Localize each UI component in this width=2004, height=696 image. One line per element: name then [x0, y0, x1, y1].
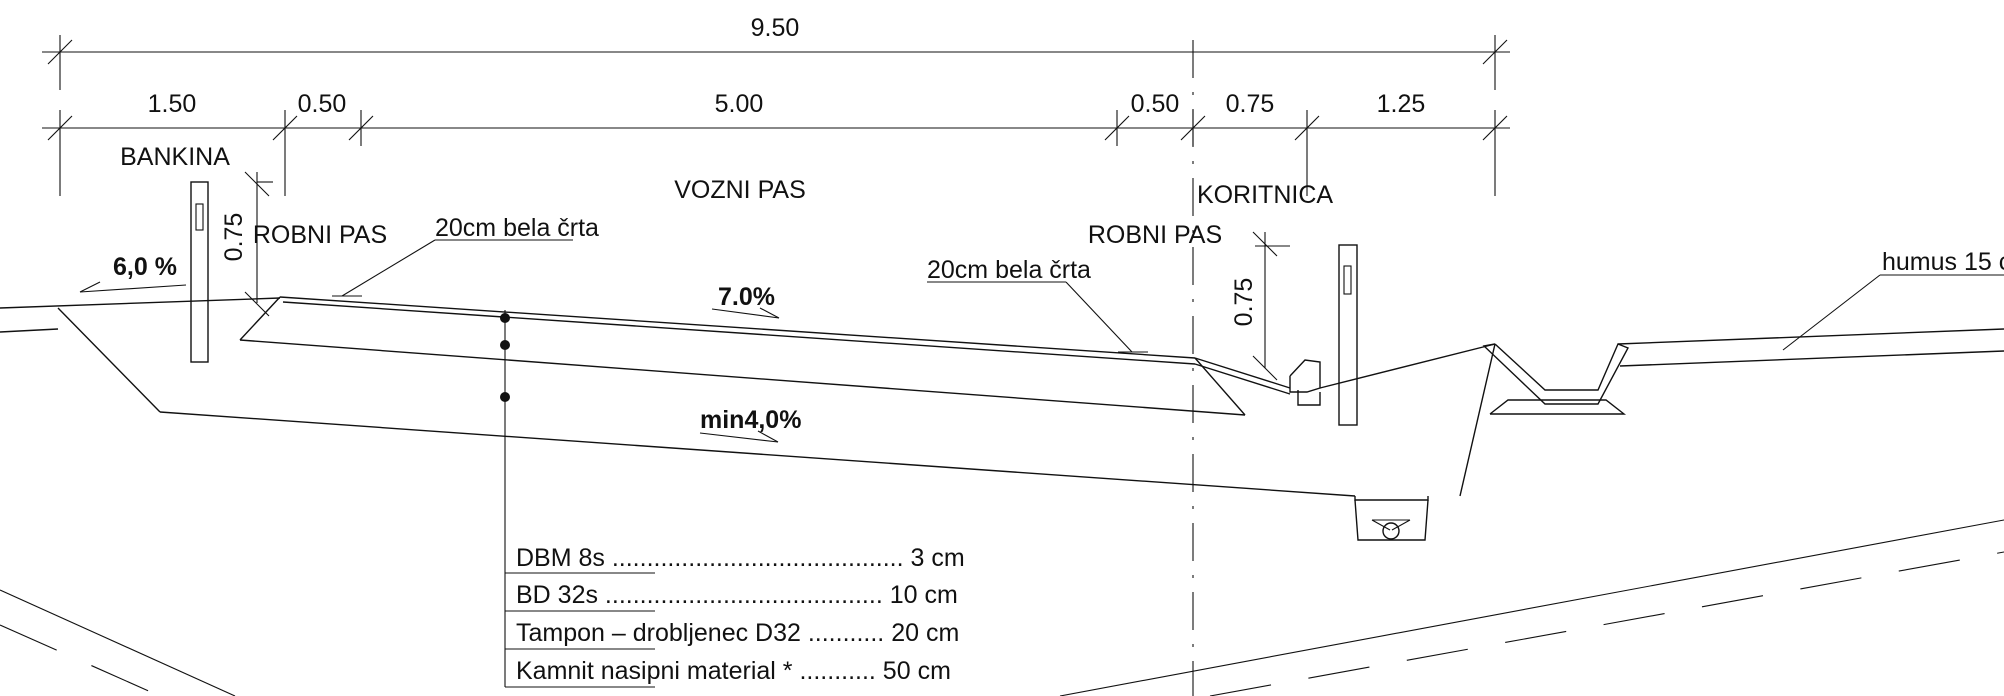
bela-crta-right-callout: 20cm bela črta — [927, 256, 1148, 353]
dim-robni-right-label: 0.50 — [1131, 90, 1180, 118]
robni-pas-left-label: ROBNI PAS — [253, 221, 387, 249]
ground-left-lower — [0, 328, 59, 333]
dim-total-label: 9.50 — [751, 14, 800, 42]
ground-left — [0, 297, 281, 309]
dim-bankina-label: 1.50 — [148, 90, 197, 118]
bela-crta-left-callout: 20cm bela črta — [332, 214, 599, 297]
layer-item: Tampon – drobljenec D32 ........... 20 c… — [516, 619, 959, 647]
curb-height-left-label: 0.75 — [220, 213, 248, 262]
carriageway-slope-label: 7.0% — [718, 283, 775, 311]
ground-right: humus 15 cm — [1617, 248, 2004, 367]
layer-item: DBM 8s .................................… — [516, 544, 965, 572]
background-terrain — [0, 519, 2004, 696]
right-embankment — [1319, 343, 1496, 541]
layer-item: BD 32s .................................… — [516, 581, 958, 609]
vozni-pas-label: VOZNI PAS — [674, 176, 806, 204]
ditch — [1482, 343, 1629, 415]
shoulder-slope-label: 6,0 % — [113, 253, 177, 281]
curb-height-right-label: 0.75 — [1230, 278, 1258, 327]
layer-leader — [500, 310, 655, 688]
koritnica-label: KORITNICA — [1197, 181, 1333, 209]
humus-label: humus 15 cm — [1882, 248, 2004, 276]
right-curb — [1194, 357, 1321, 406]
subgrade-slope: min4,0% — [699, 406, 801, 443]
robni-pas-right-label: ROBNI PAS — [1088, 221, 1222, 249]
dim-koritnica-right-label: 1.25 — [1377, 90, 1426, 118]
dim-vozni-label: 5.00 — [715, 90, 764, 118]
layer-dot-1 — [500, 313, 510, 323]
bela-crta-left-label: 20cm bela črta — [435, 214, 599, 242]
layer-legend: DBM 8s .................................… — [516, 544, 965, 685]
layer-dot-2 — [500, 340, 510, 350]
dim-robni-left-label: 0.50 — [298, 90, 347, 118]
curb-height-left: 0.75 — [220, 171, 273, 317]
dim-koritnica-left-label: 0.75 — [1226, 90, 1275, 118]
bela-crta-right-label: 20cm bela črta — [927, 256, 1091, 284]
left-post — [190, 181, 209, 363]
layer-dot-3 — [500, 392, 510, 402]
shoulder-slope: 6,0 % — [79, 253, 187, 293]
curb-height-right: 0.75 — [1230, 231, 1290, 381]
carriageway-slope: 7.0% — [711, 283, 780, 319]
right-post — [1338, 244, 1358, 426]
segment-dimensions: 1.50 0.50 5.00 0.50 0.75 1.25 — [42, 90, 1510, 196]
total-dimension: 9.50 — [42, 14, 1510, 90]
pavement-structure — [57, 296, 1356, 497]
layer-item: Kamnit nasipni material * ........... 50… — [516, 657, 951, 685]
bankina-label: BANKINA — [120, 143, 230, 171]
subgrade-slope-label: min4,0% — [700, 406, 801, 434]
